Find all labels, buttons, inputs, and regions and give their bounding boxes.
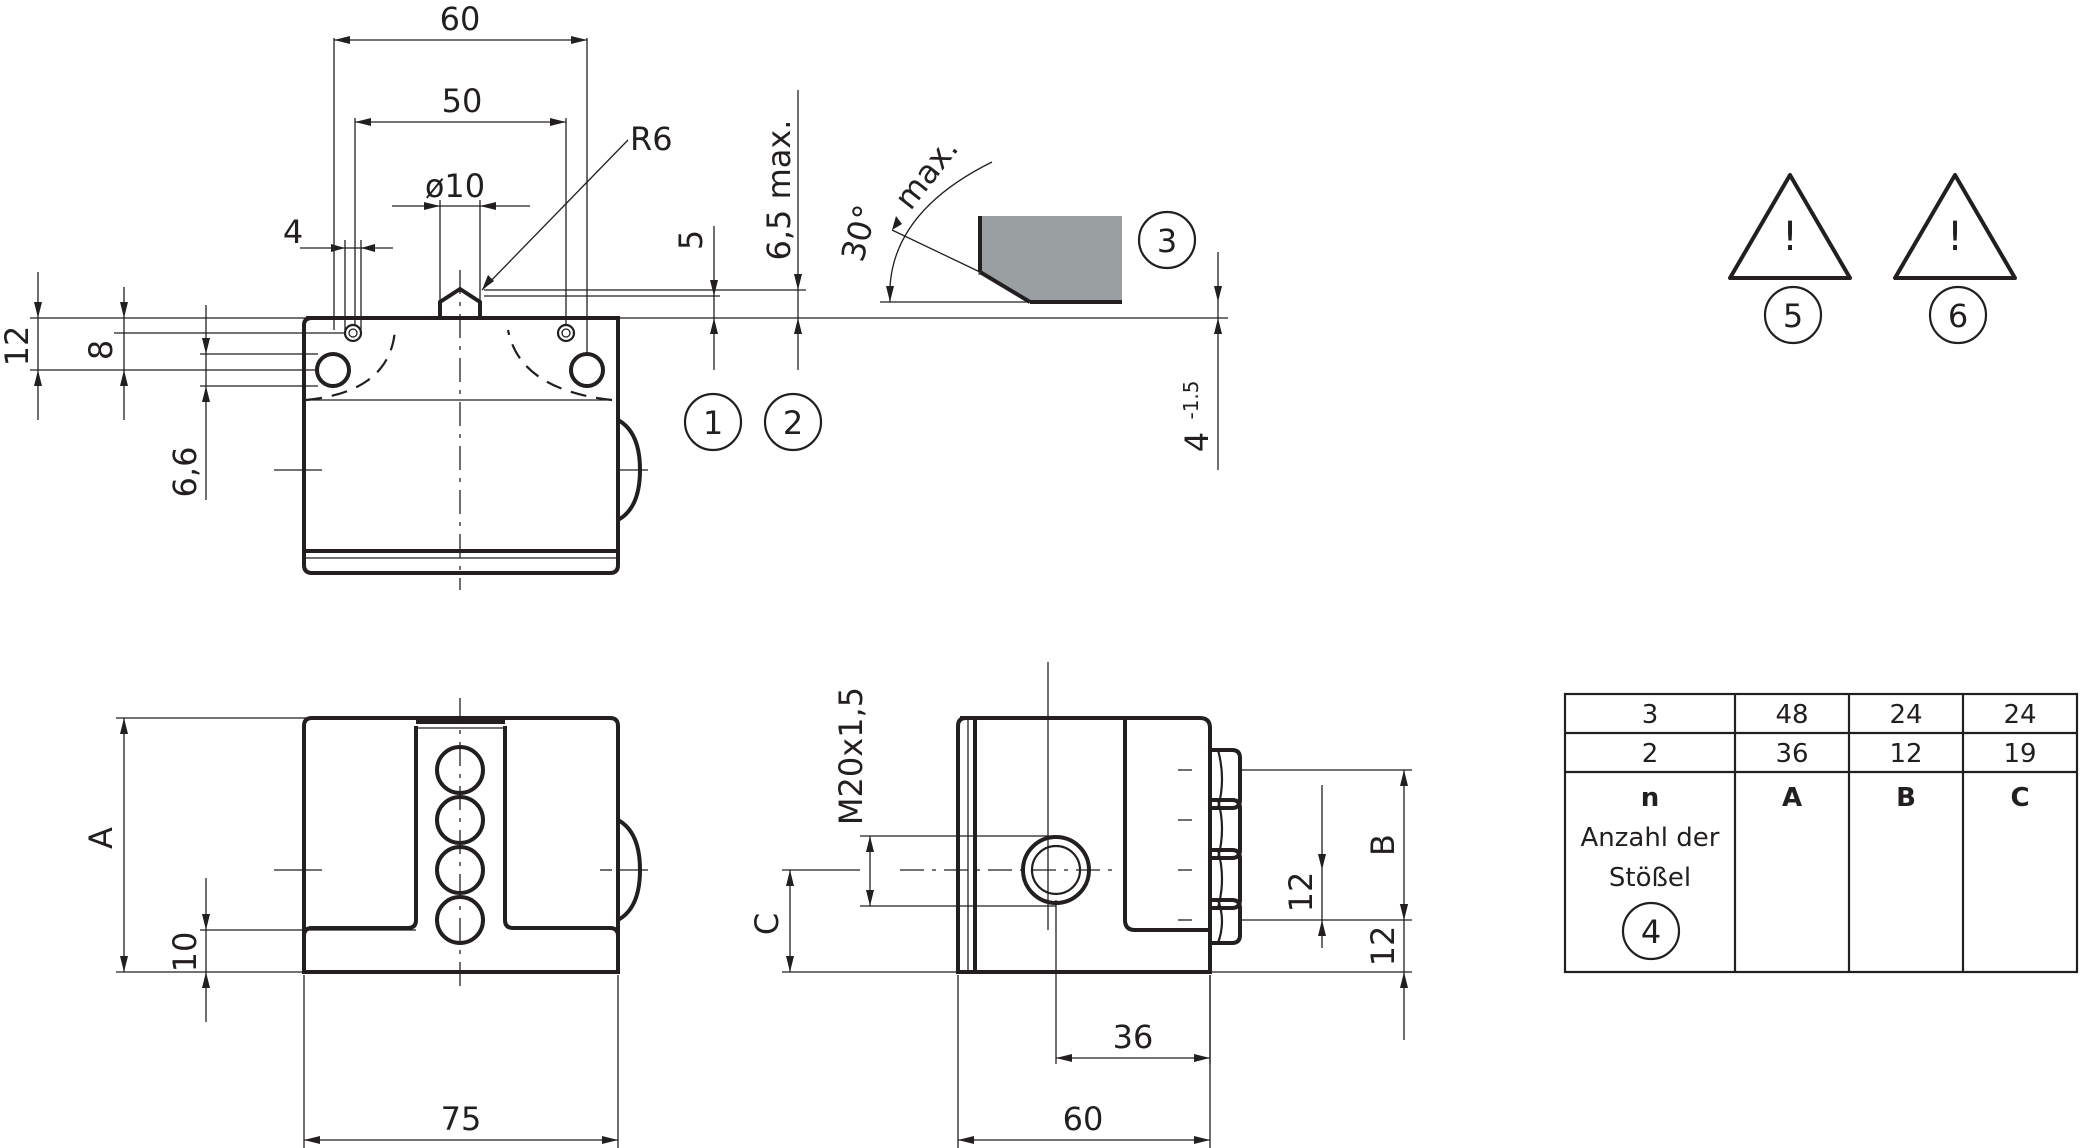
dim-a-label: A: [82, 827, 120, 849]
top-view: [274, 270, 1228, 590]
large-hole-right: [569, 352, 605, 388]
dim-60-top: 60: [333, 0, 588, 355]
dim-6-6-label: 6,6: [166, 447, 204, 498]
dim-4: 4: [283, 213, 393, 330]
front-view-body: [302, 716, 620, 974]
dim-12-left-label: 12: [0, 326, 36, 367]
dim-8-label: 8: [82, 340, 120, 360]
svg-text:6: 6: [1948, 297, 1968, 335]
svg-text:!: !: [1947, 214, 1963, 260]
dim-10-front-label: 10: [166, 932, 204, 973]
top-view-body: [302, 316, 620, 575]
dim-r6: R6: [481, 120, 673, 291]
table-cell: 12: [1889, 739, 1922, 769]
front-view-slot: [302, 726, 620, 972]
side-view: [900, 662, 1242, 974]
actuator-cam: [978, 216, 1122, 302]
travel-curve-right: [506, 329, 613, 402]
dim-c: C: [748, 869, 958, 973]
table-cell: 48: [1775, 700, 1808, 730]
travel-curve-left: [305, 329, 397, 402]
dim-36-label: 36: [1113, 1018, 1154, 1056]
svg-text:3: 3: [1157, 222, 1177, 260]
table-cell: 3: [1642, 700, 1659, 730]
angle-max-label: max.: [887, 130, 966, 216]
callout-4: 4: [1621, 901, 1681, 961]
angle-30-label: 30°: [834, 201, 885, 266]
table-header-sub-2: Stößel: [1609, 863, 1691, 893]
table-header-sub-1: Anzahl der: [1580, 823, 1719, 853]
dim-6-6: 6,6: [166, 305, 318, 500]
callout-1: 1: [683, 392, 743, 452]
variant-table: 3 48 24 24 2 36 12 19 n A B C Anzahl der…: [1563, 692, 2079, 974]
dim-36: 36: [1055, 900, 1211, 1064]
dim-12-side-2-label: 12: [1364, 926, 1402, 967]
dim-60-bottom-label: 60: [1063, 1100, 1104, 1138]
dim-4-tol: 4 -1.5: [1178, 252, 1222, 470]
dim-10-front: 10: [166, 878, 416, 1022]
dim-50-label: 50: [442, 82, 483, 120]
dim-75: 75: [303, 975, 619, 1148]
small-hole-left-inner: [348, 328, 358, 338]
table-header-b: B: [1896, 783, 1916, 813]
table-header-c: C: [2010, 783, 2029, 813]
dim-12-left: 12: [0, 272, 318, 420]
small-hole-left: [343, 323, 363, 343]
table-cell: 2: [1642, 739, 1659, 769]
side-view-body: [956, 716, 1212, 974]
dim-8: 8: [82, 287, 345, 420]
dim-4-tol-sub: -1.5: [1179, 380, 1203, 419]
table-header-n: n: [1641, 783, 1660, 813]
dim-d10-label: ø10: [425, 167, 485, 205]
table-header-a: A: [1782, 783, 1802, 813]
callout-3: 3: [1137, 210, 1197, 270]
table-cell: 36: [1775, 739, 1808, 769]
dim-a: A: [82, 717, 306, 973]
svg-text:!: !: [1782, 214, 1798, 260]
dim-m20: M20x1,5: [832, 687, 1056, 907]
dim-12-side-2: 12: [1210, 904, 1412, 1040]
dim-4-label: 4: [283, 213, 303, 251]
dim-r6-label: R6: [630, 120, 673, 158]
table-cell: 24: [1889, 700, 1922, 730]
dim-5: 5: [484, 226, 720, 370]
table-cell: 19: [2003, 739, 2036, 769]
dim-12-side-1-label: 12: [1282, 872, 1320, 913]
warning-triangle-icon: !: [1893, 173, 2017, 280]
dim-d10: ø10: [392, 167, 530, 300]
dim-5-label: 5: [672, 230, 710, 250]
dim-4-tol-main: 4: [1178, 432, 1216, 452]
svg-text:2: 2: [783, 404, 803, 442]
dim-m20-label: M20x1,5: [832, 687, 870, 825]
dim-60-bottom: 60: [957, 975, 1211, 1148]
dim-50: 50: [354, 82, 567, 325]
callout-6: 6: [1928, 285, 1988, 345]
svg-text:5: 5: [1783, 297, 1803, 335]
dim-b-label: B: [1364, 834, 1402, 856]
callout-2: 2: [763, 392, 823, 452]
side-plungers: [1178, 748, 1242, 945]
dim-60-top-label: 60: [440, 0, 481, 38]
side-view-recess: [1123, 718, 1210, 932]
callout-5: 5: [1763, 285, 1823, 345]
svg-text:4: 4: [1641, 913, 1661, 951]
dim-b: B: [1240, 769, 1412, 921]
front-view: [274, 698, 648, 990]
dim-c-label: C: [748, 913, 786, 935]
warning-triangle-icon: !: [1728, 173, 1852, 280]
dim-6-5-max-label: 6,5 max.: [760, 120, 798, 261]
small-hole-right-inner: [561, 328, 571, 338]
table-cell: 24: [2003, 700, 2036, 730]
actuator-detail: 30° max.: [834, 130, 1122, 304]
large-hole-left: [315, 352, 351, 388]
dim-75-label: 75: [441, 1100, 482, 1138]
small-hole-right: [556, 323, 576, 343]
svg-text:1: 1: [703, 404, 723, 442]
dim-6-5-max: 6,5 max.: [484, 90, 806, 370]
dim-12-side-1: 12: [1282, 785, 1326, 948]
